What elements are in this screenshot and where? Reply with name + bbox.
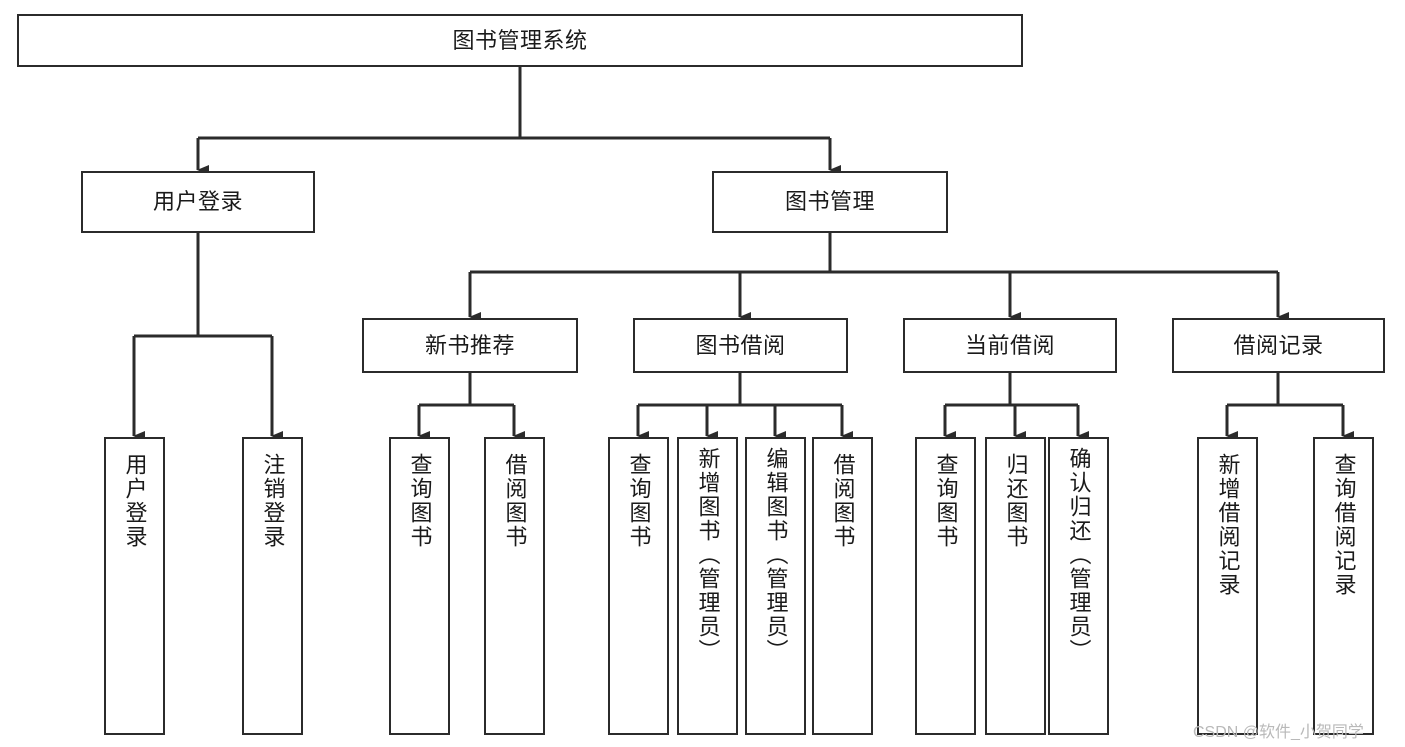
- node-label-book-manage: 图书管理: [784, 189, 875, 215]
- node-new-book-recommend: 新书推荐: [362, 318, 578, 373]
- node-leaf-query-borrow-record: 查询借阅记录: [1313, 437, 1374, 735]
- node-current-borrow: 当前借阅: [903, 318, 1117, 373]
- node-leaf-logout: 注销登录: [242, 437, 303, 735]
- node-label-leaf-edit-book: 编辑图书（管理员）: [763, 447, 789, 663]
- node-label-book-borrow: 图书借阅: [695, 332, 786, 358]
- node-label-leaf-return-book: 归还图书: [1003, 453, 1029, 549]
- node-leaf-query-book-recommend: 查询图书: [389, 437, 450, 735]
- node-leaf-add-borrow-record: 新增借阅记录: [1197, 437, 1258, 735]
- node-leaf-borrow-book: 借阅图书: [812, 437, 873, 735]
- node-leaf-return-book: 归还图书: [985, 437, 1046, 735]
- node-label-leaf-borrow-book-recommend: 借阅图书: [502, 453, 528, 549]
- node-label-leaf-query-borrow-record: 查询借阅记录: [1331, 453, 1357, 597]
- node-label-leaf-add-borrow-record: 新增借阅记录: [1215, 453, 1241, 597]
- node-label-leaf-borrow-book: 借阅图书: [830, 453, 856, 549]
- node-label-leaf-query-book-recommend: 查询图书: [407, 453, 433, 549]
- node-leaf-edit-book: 编辑图书（管理员）: [745, 437, 806, 735]
- node-root: 图书管理系统: [17, 14, 1023, 67]
- node-label-leaf-query-book-borrow: 查询图书: [626, 453, 652, 549]
- node-borrow-record: 借阅记录: [1172, 318, 1385, 373]
- node-label-borrow-record: 借阅记录: [1233, 332, 1324, 358]
- node-label-current-borrow: 当前借阅: [964, 332, 1055, 358]
- node-leaf-confirm-return: 确认归还（管理员）: [1048, 437, 1109, 735]
- node-label-user-login: 用户登录: [152, 189, 243, 215]
- node-label-leaf-add-book: 新增图书（管理员）: [695, 447, 721, 663]
- connector-group: [132, 67, 1354, 441]
- node-leaf-user-login: 用户登录: [104, 437, 165, 735]
- node-leaf-add-book: 新增图书（管理员）: [677, 437, 738, 735]
- node-book-manage: 图书管理: [712, 171, 948, 233]
- node-leaf-query-book-borrow: 查询图书: [608, 437, 669, 735]
- node-label-new-book-recommend: 新书推荐: [424, 332, 515, 358]
- node-label-leaf-confirm-return: 确认归还（管理员）: [1066, 447, 1092, 663]
- node-leaf-borrow-book-recommend: 借阅图书: [484, 437, 545, 735]
- node-user-login: 用户登录: [81, 171, 315, 233]
- node-leaf-query-book-current: 查询图书: [915, 437, 976, 735]
- node-label-leaf-query-book-current: 查询图书: [933, 453, 959, 549]
- node-label-leaf-user-login: 用户登录: [122, 453, 148, 549]
- node-label-leaf-logout: 注销登录: [260, 453, 286, 549]
- node-book-borrow: 图书借阅: [633, 318, 848, 373]
- node-label-root: 图书管理系统: [452, 27, 588, 53]
